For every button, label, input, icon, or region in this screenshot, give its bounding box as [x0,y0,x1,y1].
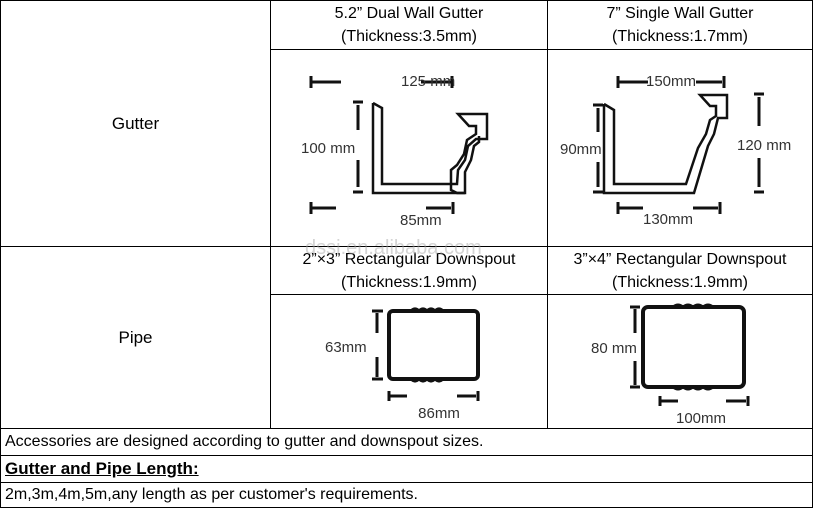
pipe-1-diagram: 63mm 86mm [270,294,548,429]
gutter-2-side-dimension: 90mm [560,141,602,158]
gutter-1-bottom-dimension: 85mm [400,212,442,229]
gutter-1-header: 5.2” Dual Wall Gutter (Thickness:3.5mm) [270,0,548,50]
gutter-2-header: 7” Single Wall Gutter (Thickness:1.7mm) [547,0,813,50]
gutter-2-top-dimension: 150mm [646,73,696,90]
pipe-1-side-dimension: 63mm [325,339,367,356]
pipe-1-title: 2”×3” Rectangular Downspout [302,250,516,268]
accessories-text: Accessories are designed according to gu… [5,433,484,450]
accessories-note: Accessories are designed according to gu… [0,428,813,456]
gutter-1-profile: 125 mm 100 mm 85mm [301,73,489,229]
pipe-2-diagram: 80 mm 100mm [547,294,813,429]
length-heading-row: Gutter and Pipe Length: [0,455,813,483]
gutter-1-top-dimension: 125 mm [401,73,455,90]
pipe-2-thickness: (Thickness:1.9mm) [611,273,749,291]
gutter-1-diagram: 125 mm 100 mm 85mm [270,49,548,247]
gutter-1-title: 5.2” Dual Wall Gutter [334,5,484,22]
pipe-2-header: 3”×4” Rectangular Downspout (Thickness:1… [547,246,813,295]
gutter-2-diagram: 150mm 90mm 120 mm 130mm [547,49,813,247]
gutter-1-thickness: (Thickness:3.5mm) [340,28,478,45]
length-heading: Gutter and Pipe Length: [5,459,199,478]
gutter-2-bottom-dimension: 130mm [643,211,693,228]
pipe-2-bottom-dimension: 100mm [676,410,726,427]
pipe-2-title: 3”×4” Rectangular Downspout [573,250,787,268]
gutter-1-side-dimension: 100 mm [301,140,355,157]
row-label-pipe: Pipe [0,246,271,429]
length-text: 2m,3m,4m,5m,any length as per customer's… [5,486,418,503]
gutter-2-profile: 150mm 90mm 120 mm 130mm [560,73,791,228]
row-label-gutter: Gutter [0,0,271,247]
gutter-2-title: 7” Single Wall Gutter [606,5,754,22]
pipe-1-header: 2”×3” Rectangular Downspout (Thickness:1… [270,246,548,295]
gutter-2-thickness: (Thickness:1.7mm) [611,28,749,45]
pipe-1-thickness: (Thickness:1.9mm) [340,273,478,291]
length-note: 2m,3m,4m,5m,any length as per customer's… [0,482,813,508]
gutter-2-right-dimension: 120 mm [737,137,791,154]
pipe-2-profile: 80 mm 100mm [591,303,750,427]
pipe-1-profile: 63mm 86mm [325,307,480,422]
pipe-2-side-dimension: 80 mm [591,340,637,357]
pipe-label: Pipe [118,327,153,347]
pipe-1-bottom-dimension: 86mm [418,405,460,422]
gutter-label: Gutter [111,113,160,133]
